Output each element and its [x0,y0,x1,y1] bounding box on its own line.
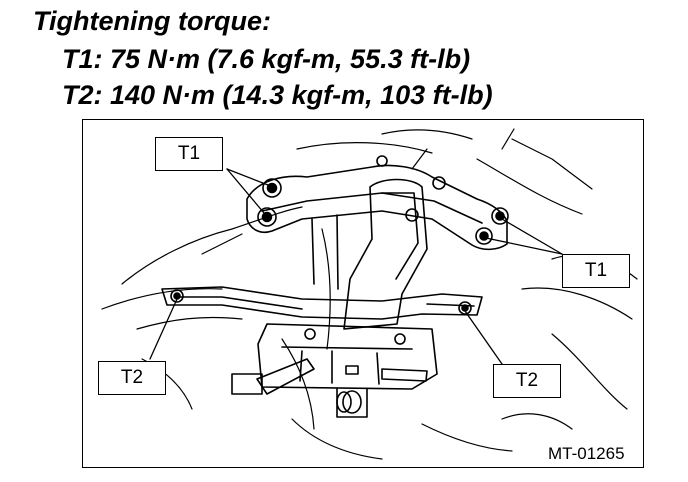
upper-crossmember [246,164,508,290]
callout-t2-right: T2 [493,364,561,398]
bolt-icon [491,207,509,225]
lower-crossmember [161,286,483,320]
bolt-icon-group [170,155,509,345]
background-contours [101,128,638,460]
illustration-frame [82,119,644,468]
crossmember-illustration [101,128,638,460]
bolt-icon [262,178,282,198]
bolt-icon [257,207,277,227]
callout-t1-right: T1 [562,254,630,288]
bolt-icon [458,301,472,315]
mount-bracket [343,178,428,330]
figure-code: MT-01265 [548,444,625,463]
torque-title: Tightening torque: [33,6,271,36]
callout-t1-left: T1 [155,137,223,171]
callout-t2-left: T2 [98,361,166,395]
bolt-icon [475,227,493,245]
rear-stopper [231,323,438,418]
torque-spec-t1: T1: 75 N·m (7.6 kgf-m, 55.3 ft-lb) [62,44,471,74]
leader-lines [149,168,563,365]
torque-spec-t2: T2: 140 N·m (14.3 kgf-m, 103 ft-lb) [62,80,493,110]
